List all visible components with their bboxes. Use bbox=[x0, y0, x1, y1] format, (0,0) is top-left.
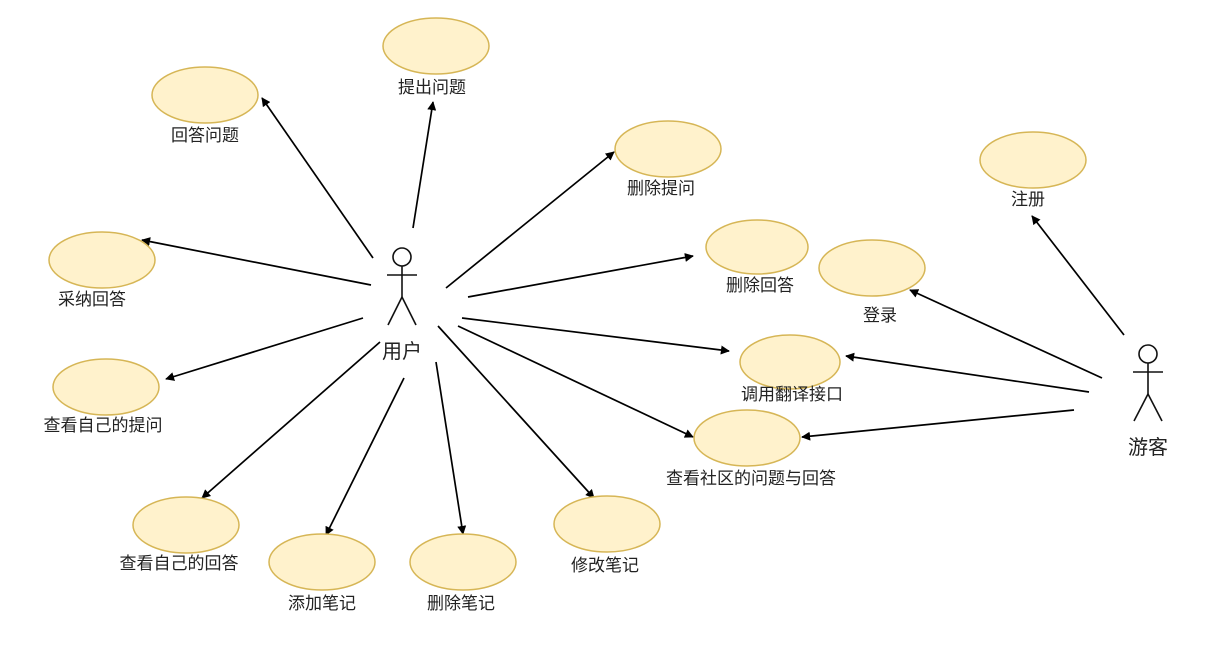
use-case-label: 查看社区的问题与回答 bbox=[666, 469, 836, 489]
user-associations bbox=[141, 97, 730, 536]
assoc-guest-login bbox=[909, 289, 1103, 379]
use-case-label: 查看自己的提问 bbox=[44, 416, 163, 436]
use-case-delete-note[interactable]: 删除笔记 bbox=[409, 533, 517, 614]
use-case-add-note[interactable]: 添加笔记 bbox=[268, 533, 376, 614]
assoc-guest-register bbox=[1031, 215, 1125, 336]
use-case-view-community-qa[interactable]: 查看社区的问题与回答 bbox=[666, 409, 836, 489]
use-case-adopt-answer[interactable]: 采纳回答 bbox=[48, 231, 156, 310]
use-case-label: 提出问题 bbox=[398, 78, 466, 98]
use-case-call-translate-api[interactable]: 调用翻译接口 bbox=[739, 334, 843, 405]
assoc-user-delete-question bbox=[445, 151, 615, 289]
assoc-user-delete-note bbox=[435, 361, 467, 535]
assoc-user-add-note bbox=[325, 377, 405, 536]
actor-label: 游客 bbox=[1128, 435, 1168, 459]
actor-label: 用户 bbox=[382, 339, 422, 363]
use-case-edit-note[interactable]: 修改笔记 bbox=[553, 495, 661, 576]
use-case-label: 删除笔记 bbox=[427, 594, 495, 614]
assoc-guest-call-translate-api bbox=[845, 352, 1090, 393]
actor-user[interactable]: 用户 bbox=[382, 247, 422, 363]
use-case-label: 删除回答 bbox=[726, 276, 794, 296]
use-case-label: 注册 bbox=[1011, 190, 1045, 210]
stick-figure-icon bbox=[387, 247, 417, 326]
use-case-label: 回答问题 bbox=[171, 126, 239, 146]
use-case-ask-question[interactable]: 提出问题 bbox=[382, 17, 490, 98]
use-case-view-my-answers[interactable]: 查看自己的回答 bbox=[120, 496, 240, 574]
use-case-label: 采纳回答 bbox=[58, 290, 126, 310]
use-case-label: 修改笔记 bbox=[571, 556, 639, 576]
use-case-label: 查看自己的回答 bbox=[120, 554, 239, 574]
use-case-delete-question[interactable]: 删除提问 bbox=[614, 120, 722, 199]
assoc-user-answer-question bbox=[261, 97, 374, 259]
use-case-register[interactable]: 注册 bbox=[979, 131, 1087, 210]
use-case-label: 添加笔记 bbox=[288, 594, 356, 614]
use-case-view-my-questions[interactable]: 查看自己的提问 bbox=[44, 358, 163, 436]
assoc-guest-view-community-qa bbox=[801, 409, 1075, 441]
use-case-login[interactable]: 登录 bbox=[818, 239, 926, 326]
stick-figure-icon bbox=[1133, 344, 1163, 422]
guest-associations bbox=[801, 215, 1125, 441]
use-case-label: 登录 bbox=[863, 306, 897, 326]
assoc-user-view-community-qa bbox=[457, 325, 694, 438]
assoc-user-view-my-questions bbox=[165, 317, 364, 381]
use-case-label: 删除提问 bbox=[627, 179, 695, 199]
assoc-user-adopt-answer bbox=[141, 237, 372, 286]
use-case-answer-question[interactable]: 回答问题 bbox=[151, 66, 259, 146]
assoc-user-delete-answer bbox=[467, 253, 694, 298]
assoc-user-view-my-answers bbox=[201, 341, 381, 499]
use-case-label: 调用翻译接口 bbox=[741, 385, 843, 405]
actor-guest[interactable]: 游客 bbox=[1128, 344, 1168, 459]
assoc-user-call-translate-api bbox=[461, 317, 730, 355]
assoc-user-edit-note bbox=[437, 325, 595, 499]
use-case-delete-answer[interactable]: 删除回答 bbox=[705, 219, 809, 296]
assoc-user-ask-question bbox=[412, 101, 437, 229]
